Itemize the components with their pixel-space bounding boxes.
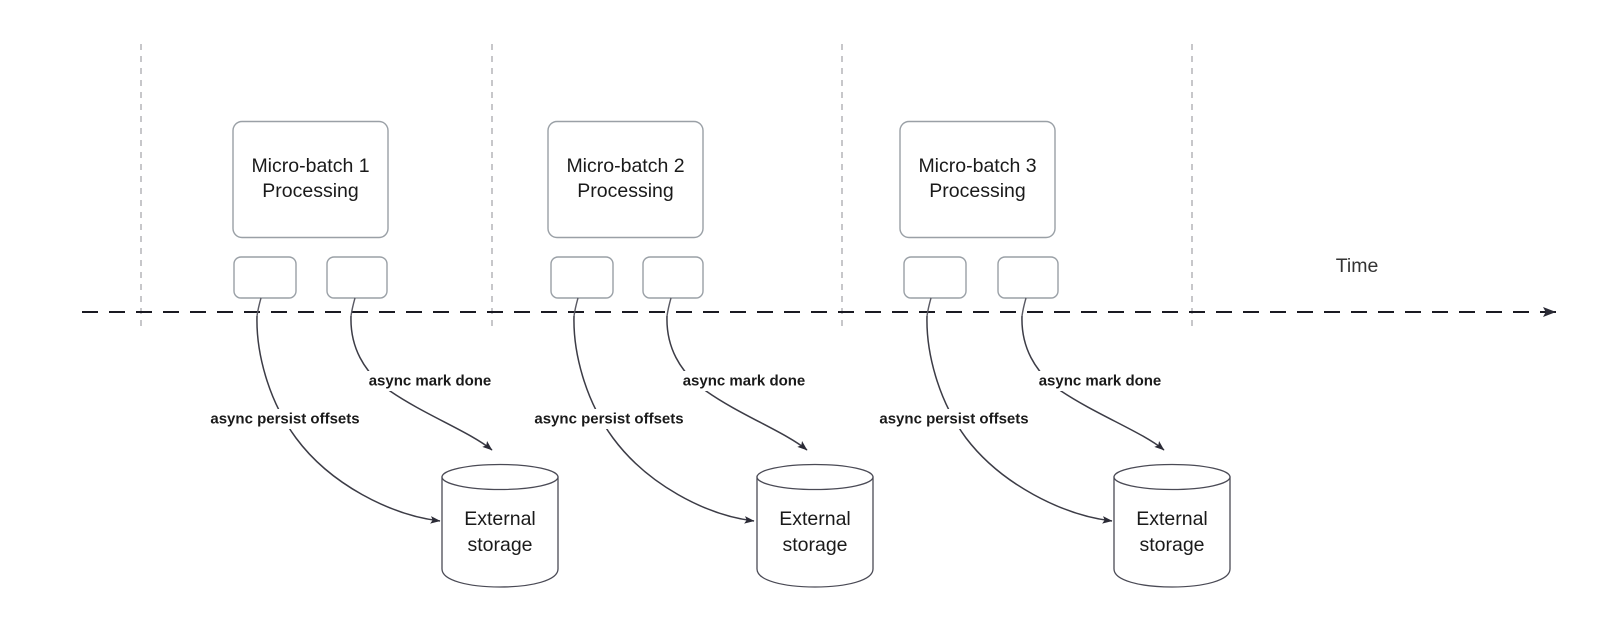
timeline-axis: Time: [82, 255, 1556, 317]
edge-label-persist-offsets-1: async persist offsets: [194, 409, 376, 429]
edge-label-mark-done-2-bg: [671, 371, 817, 391]
external-storage-1-top: [441, 463, 559, 491]
edge-label-persist-offsets-2-bg: [518, 409, 700, 429]
external-storage-2-line2: storage: [782, 534, 847, 556]
edge-label-persist-offsets-3-text: async persist offsets: [879, 410, 1028, 427]
task-stub-1b: [350, 297, 356, 317]
microbatch-box-2-rect: [547, 120, 704, 239]
task-box-1a[interactable]: [233, 256, 297, 299]
microbatch-box-2[interactable]: Micro-batch 2 Processing: [547, 120, 704, 239]
edge-label-mark-done-1-bg: [357, 371, 503, 391]
edge-label-mark-done-2-text: async mark done: [683, 372, 806, 389]
group-2: Micro-batch 2 Processing async mark done…: [518, 120, 874, 588]
task-stub-2a: [573, 297, 579, 317]
task-stub-3a: [926, 297, 932, 317]
external-storage-3-body: [1113, 476, 1231, 588]
task-box-3a[interactable]: [903, 256, 967, 299]
group-1: Micro-batch 1 Processing async mark done…: [194, 120, 559, 588]
task-stub-2b: [666, 297, 672, 317]
external-storage-3-top: [1113, 463, 1231, 491]
flow-mark-done-3: [1021, 315, 1165, 451]
timeline-label: Time: [1336, 255, 1379, 277]
task-box-2a[interactable]: [550, 256, 614, 299]
external-storage-3[interactable]: External storage: [1113, 463, 1231, 588]
microbatch-box-3[interactable]: Micro-batch 3 Processing: [899, 120, 1056, 239]
task-stub-1a: [256, 297, 262, 317]
edge-label-mark-done-1-text: async mark done: [369, 372, 492, 389]
edge-label-persist-offsets-2: async persist offsets: [518, 409, 700, 429]
edge-label-mark-done-3-text: async mark done: [1039, 372, 1162, 389]
edge-label-persist-offsets-1-bg: [194, 409, 376, 429]
edge-label-persist-offsets-2-text: async persist offsets: [534, 410, 683, 427]
external-storage-1-line1: External: [464, 508, 536, 530]
flow-persist-offsets-1: [256, 315, 441, 524]
flow-mark-done-1: [350, 315, 493, 451]
external-storage-3-line1: External: [1136, 508, 1208, 530]
external-storage-3-line2: storage: [1139, 534, 1204, 556]
microbatch-box-3-rect: [899, 120, 1056, 239]
task-box-2b[interactable]: [642, 256, 704, 299]
microbatch-box-1-line1: Micro-batch 1: [251, 155, 369, 177]
external-storage-1[interactable]: External storage: [441, 463, 559, 588]
microbatch-box-2-line2: Processing: [577, 180, 673, 202]
external-storage-2[interactable]: External storage: [756, 463, 874, 588]
external-storage-2-body: [756, 476, 874, 588]
edge-label-persist-offsets-3: async persist offsets: [863, 409, 1045, 429]
external-storage-2-line1: External: [779, 508, 851, 530]
microbatch-box-1[interactable]: Micro-batch 1 Processing: [232, 120, 389, 239]
microbatch-box-3-line2: Processing: [929, 180, 1025, 202]
microbatch-box-1-line2: Processing: [262, 180, 358, 202]
edge-label-persist-offsets-3-bg: [863, 409, 1045, 429]
edge-label-persist-offsets-1-text: async persist offsets: [210, 410, 359, 427]
task-box-3b[interactable]: [997, 256, 1059, 299]
edge-label-mark-done-3-bg: [1027, 371, 1173, 391]
external-storage-1-body: [441, 476, 559, 588]
edge-label-mark-done-3: async mark done: [1027, 371, 1173, 391]
external-storage-1-line2: storage: [467, 534, 532, 556]
microbatch-box-3-line1: Micro-batch 3: [918, 155, 1036, 177]
task-box-1b[interactable]: [326, 256, 388, 299]
flow-persist-offsets-2: [573, 315, 755, 524]
microbatch-box-2-line1: Micro-batch 2: [566, 155, 684, 177]
flow-mark-done-2: [666, 315, 808, 451]
microbatch-box-1-rect: [232, 120, 389, 239]
external-storage-2-top: [756, 463, 874, 491]
flow-persist-offsets-3: [926, 315, 1113, 524]
task-stub-3b: [1021, 297, 1027, 317]
edge-label-mark-done-1: async mark done: [357, 371, 503, 391]
edge-label-mark-done-2: async mark done: [671, 371, 817, 391]
group-3: Micro-batch 3 Processing async mark done…: [863, 120, 1231, 588]
